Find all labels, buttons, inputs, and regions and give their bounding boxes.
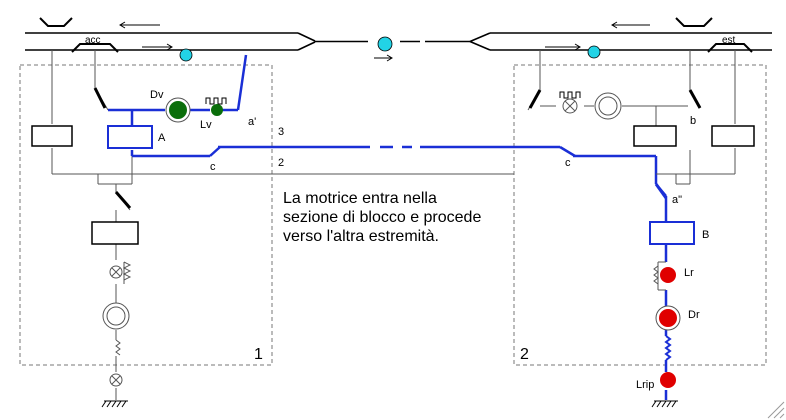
relay-box-left-lower: [91, 221, 139, 245]
arrow-right-bottom-left: [142, 43, 173, 51]
resistor-left: [115, 339, 121, 356]
label-B: B: [702, 229, 709, 241]
train-marker-left: [179, 48, 193, 62]
relay-box-left: [31, 125, 73, 147]
switch-left-mid: [114, 191, 132, 209]
block-cabin-1: [19, 64, 273, 366]
label-c-left: c: [210, 161, 216, 173]
relay-B: [649, 221, 695, 245]
flasher-right-top: [559, 91, 581, 99]
caption-line-1: La motrice entra nella: [283, 190, 437, 207]
switch-right-top-left: [528, 89, 542, 109]
lamp-Lrip-red: [660, 372, 676, 388]
left-active-circuit: [108, 54, 370, 158]
resistor-right: [664, 335, 672, 361]
arrow-left-top: [119, 21, 160, 29]
relay-box-right-a: [633, 125, 677, 147]
label-a-prime: a': [248, 116, 256, 128]
disk-signal-left: [102, 302, 130, 330]
flasher-Lv: [205, 97, 227, 105]
rail-joint-left-top: [39, 17, 73, 27]
right-cabin-wiring: [527, 50, 736, 185]
lamp-Dr-red: [659, 309, 677, 327]
rail-joint-right-top: [675, 17, 713, 27]
disk-signal-right-top: [594, 92, 622, 120]
caption-line-3: verso l'altra estremità.: [283, 228, 439, 245]
label-b: b: [690, 115, 696, 127]
label-A: A: [158, 132, 166, 144]
block-cabin-2: [513, 64, 767, 366]
label-Lr: Lr: [684, 267, 694, 279]
rail-joint-right-bottom: [707, 43, 753, 53]
label-a-double: a": [672, 194, 682, 206]
flasher-left: [122, 261, 132, 284]
lamp-Dv-green: [169, 101, 187, 119]
label-Lv: Lv: [200, 119, 212, 131]
lamp-Lr-red: [660, 267, 676, 283]
arrow-left-top-right: [611, 21, 650, 29]
label-acc: acc: [85, 35, 101, 46]
label-est: est: [722, 35, 736, 46]
label-wire-3: 3: [278, 126, 284, 138]
arrow-right-middle: [374, 54, 393, 62]
train-marker-right: [587, 45, 601, 59]
relay-box-right-b: [711, 125, 755, 147]
label-Lrip: Lrip: [636, 379, 654, 391]
rail-joint-left-bottom: [71, 43, 119, 53]
train-marker-center: [377, 36, 393, 52]
arrow-right-bottom-right: [545, 43, 581, 51]
train-markers: [179, 36, 601, 62]
lamp-off-left-lower: [109, 265, 123, 279]
label-wire-2: 2: [278, 157, 284, 169]
switch-right-top-b: [688, 89, 702, 109]
ground-left: [101, 400, 128, 408]
lamp-off-right-top: [562, 98, 578, 114]
label-Dr: Dr: [688, 309, 700, 321]
label-Dv: Dv: [150, 89, 164, 101]
relay-A: [107, 125, 153, 149]
switch-a-double: [654, 183, 668, 199]
flasher-Lr: [653, 261, 666, 291]
box-1-number: 1: [254, 346, 263, 363]
corner-grip: [767, 401, 785, 419]
ground-right: [651, 400, 678, 408]
box-2-number: 2: [520, 346, 529, 363]
lamp-off-left-bottom: [109, 373, 123, 387]
switch-left-top: [93, 87, 107, 109]
label-c-right: c: [565, 157, 571, 169]
caption-line-2: sezione di blocco e procede: [283, 209, 481, 226]
track-left: [25, 32, 368, 51]
lamp-Lv-green: [211, 104, 223, 116]
center-link-wire: [380, 145, 668, 400]
track-right: [469, 32, 772, 51]
